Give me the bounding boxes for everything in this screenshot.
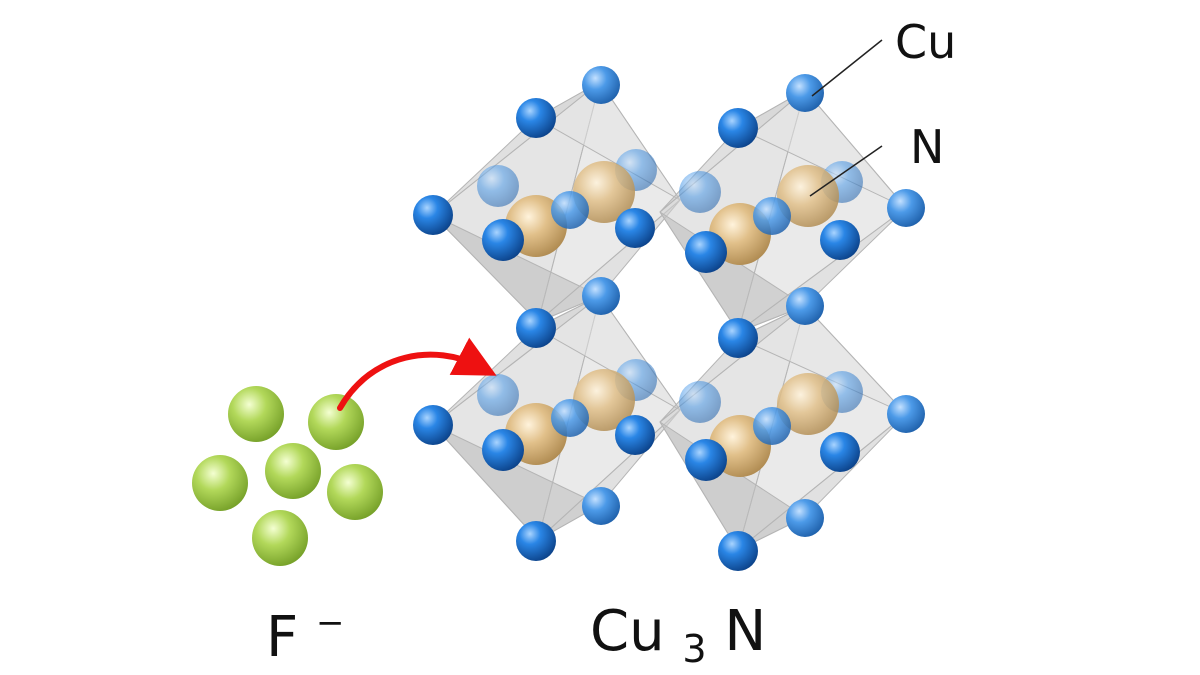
fluoride-ion — [265, 443, 321, 499]
cu-atom — [679, 381, 721, 423]
cu-atoms-back — [477, 149, 863, 423]
cu-atom — [516, 308, 556, 348]
cu-atom — [718, 318, 758, 358]
cu-atom — [820, 432, 860, 472]
n-leader-line — [809, 145, 883, 197]
cu-atom — [413, 195, 453, 235]
compound-subscript: 3 — [682, 627, 706, 671]
cu-atom — [718, 531, 758, 571]
cu-atom — [516, 98, 556, 138]
cu-atoms-front — [413, 98, 860, 571]
fluoride-ion — [228, 386, 284, 442]
cu-atom — [582, 277, 620, 315]
fluoride-ion — [192, 455, 248, 511]
cu-atom — [615, 208, 655, 248]
cu-atoms-mid — [551, 66, 925, 537]
n-atom — [777, 165, 839, 227]
fluoride-ion — [252, 510, 308, 566]
cu-label: Cu — [895, 15, 956, 69]
cu-atom — [786, 287, 824, 325]
compound-label: Cu 3 N — [590, 599, 766, 675]
cu-atom — [482, 219, 524, 261]
cu-atom — [718, 108, 758, 148]
octahedra-layer — [432, 80, 907, 552]
cu-atom — [786, 499, 824, 537]
cu-atom — [516, 521, 556, 561]
compound-n: N — [724, 599, 766, 664]
cu-atom — [786, 74, 824, 112]
cu-atom — [413, 405, 453, 445]
cu-atom — [685, 231, 727, 273]
fluoride-cluster — [192, 386, 383, 566]
cu-leader-line — [811, 39, 883, 97]
fluoride-charge: − — [316, 603, 345, 643]
fluoride-label: F − — [266, 603, 345, 670]
insertion-arrow — [337, 337, 497, 411]
cu-atom — [685, 439, 727, 481]
cu-atom — [887, 395, 925, 433]
n-atom — [777, 373, 839, 435]
cu-atom — [679, 171, 721, 213]
fluoride-ion — [327, 464, 383, 520]
cu-atom — [820, 220, 860, 260]
cu-atom — [582, 487, 620, 525]
cu-atom — [477, 374, 519, 416]
n-label: N — [910, 120, 944, 174]
cu-atom — [582, 66, 620, 104]
cu-atom — [753, 197, 791, 235]
cu-atom — [615, 415, 655, 455]
cu-atom — [551, 191, 589, 229]
cu-atom — [753, 407, 791, 445]
fluoride-ion — [308, 394, 364, 450]
fluoride-symbol: F — [266, 605, 298, 670]
cu-atom — [887, 189, 925, 227]
cu-atom — [482, 429, 524, 471]
compound-cu: Cu — [590, 599, 665, 664]
cu-atom — [551, 399, 589, 437]
cu-atom — [477, 165, 519, 207]
